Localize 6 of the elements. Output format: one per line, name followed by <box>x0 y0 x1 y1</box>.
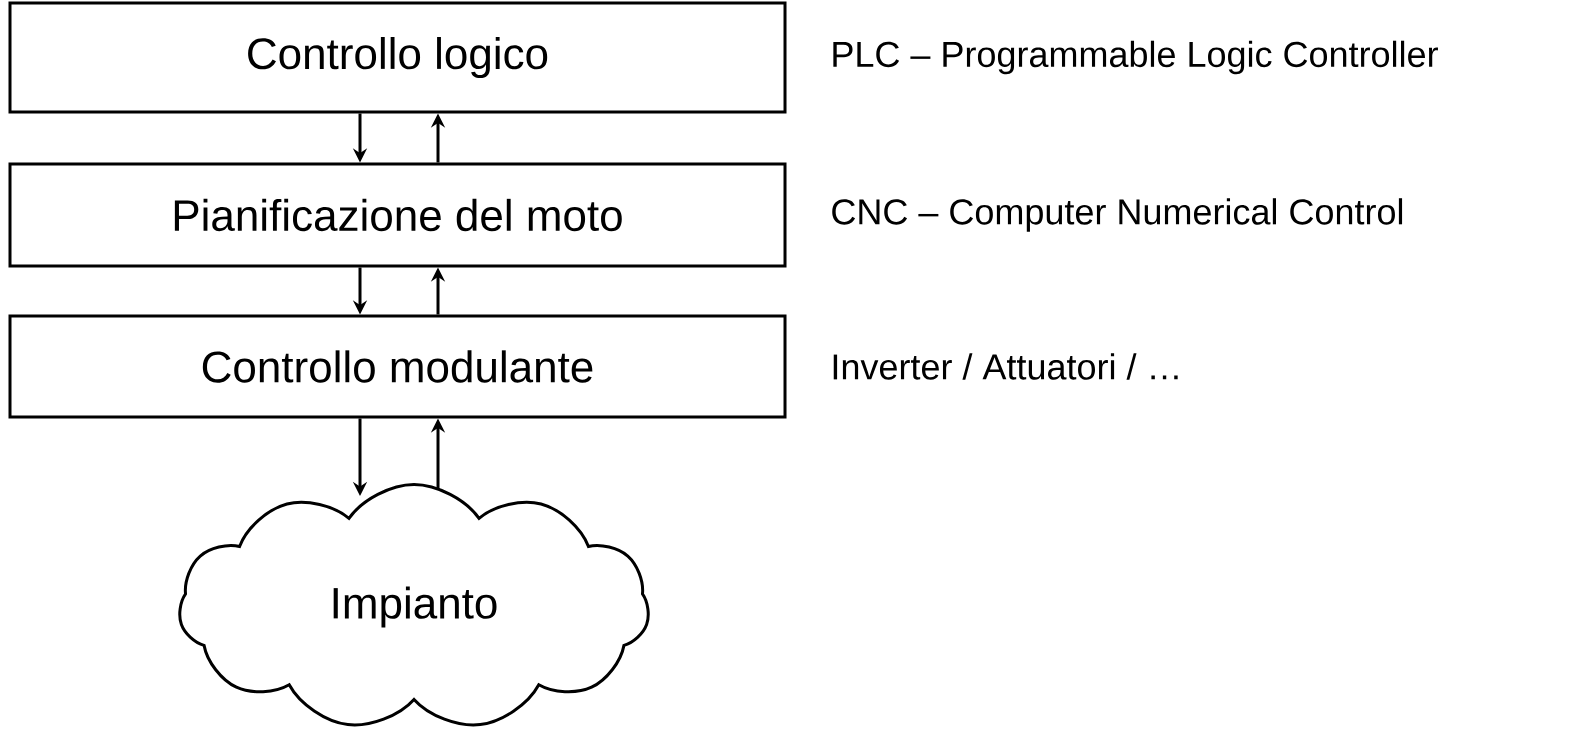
side-label: CNC – Computer Numerical Control <box>832 198 1403 232</box>
process-box: Controllo logico <box>8 1 787 114</box>
process-box: Controllo modulante <box>8 314 787 419</box>
side-label: PLC – Programmable Logic Controller <box>833 40 1438 75</box>
side-label: Inverter / Attuatori / … <box>833 353 1178 380</box>
process-box: Pianificazione del moto <box>8 162 787 268</box>
